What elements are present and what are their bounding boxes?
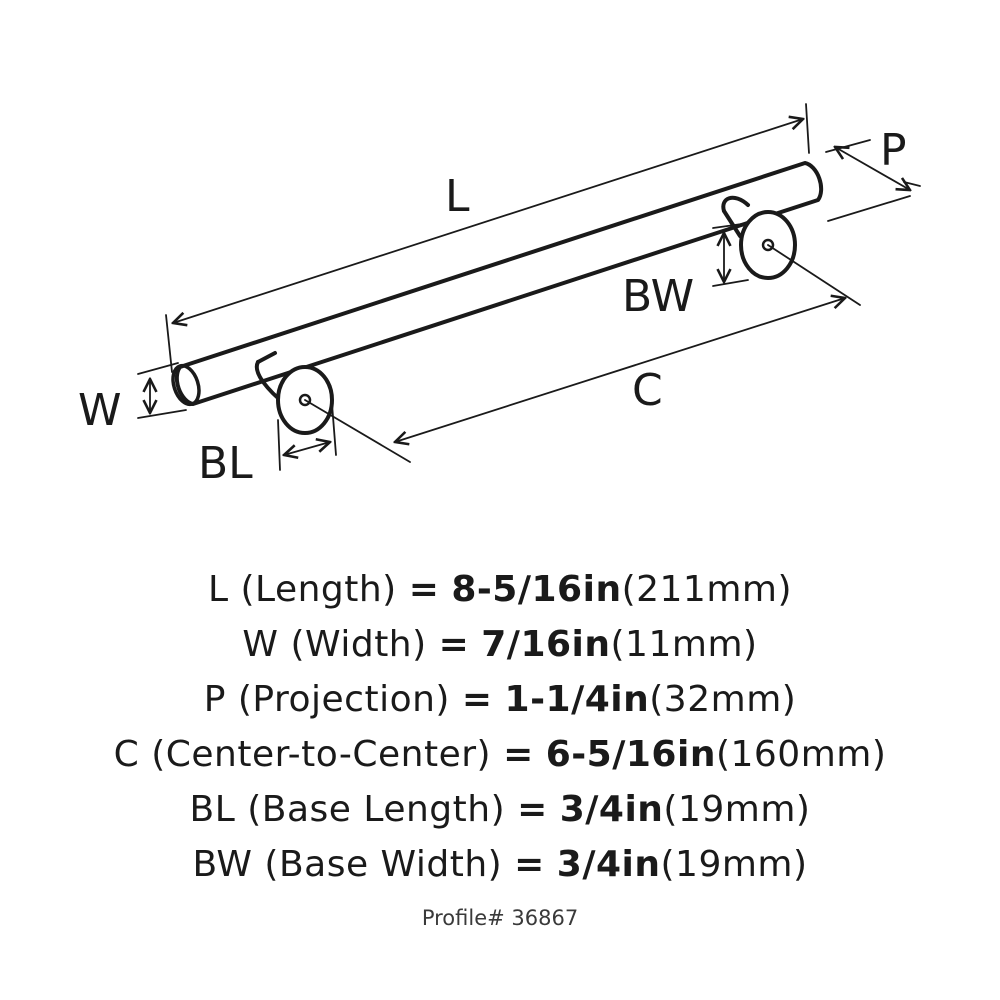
spec-imperial: 1-1/4in — [504, 679, 650, 720]
label-W: W — [78, 385, 122, 436]
spec-name: (Base Length) — [247, 789, 506, 830]
spec-imperial: 3/4in — [559, 789, 664, 830]
spec-code: P — [203, 679, 226, 720]
spec-base-length: BL (Base Length) = 3/4in(19mm) — [0, 782, 1000, 837]
spec-name: (Width) — [290, 624, 427, 665]
spec-metric: (19mm) — [663, 789, 811, 830]
spec-equals: = — [408, 569, 440, 610]
spec-code: W — [242, 624, 279, 665]
spec-code: BL — [189, 789, 236, 830]
center-to-center-dimension — [304, 244, 861, 463]
spec-equals: = — [438, 624, 470, 665]
label-P: P — [880, 125, 907, 176]
spec-equals: = — [503, 734, 534, 775]
profile-number: Profile# 36867 — [421, 906, 579, 930]
spec-metric: (19mm) — [660, 844, 808, 885]
spec-name: (Base Width) — [264, 844, 503, 885]
spec-equals: = — [461, 679, 493, 720]
spec-metric: (32mm) — [649, 679, 797, 720]
label-BW: BW — [622, 271, 694, 322]
label-C: C — [632, 365, 663, 416]
spec-projection: P (Projection) = 1-1/4in(32mm) — [0, 672, 1000, 727]
spec-imperial: 8-5/16in — [451, 569, 622, 610]
spec-imperial: 3/4in — [556, 844, 661, 885]
base-width-dimension — [712, 223, 749, 287]
spec-metric: (11mm) — [610, 624, 758, 665]
spec-imperial: 6-5/16in — [545, 734, 716, 775]
width-dimension — [137, 362, 187, 419]
spec-equals: = — [517, 789, 548, 830]
spec-name: (Center-to-Center) — [151, 734, 492, 775]
projection-dimension — [825, 139, 921, 222]
spec-center-to-center: C (Center-to-Center) = 6-5/16in(160mm) — [0, 727, 1000, 782]
spec-code: BW — [192, 844, 253, 885]
spec-name: (Length) — [240, 569, 397, 610]
spec-width: W (Width) = 7/16in(11mm) — [0, 617, 1000, 672]
bar-handle — [171, 161, 824, 407]
base-length-dimension — [277, 403, 337, 471]
spec-metric: (160mm) — [715, 734, 887, 775]
spec-code: C — [113, 734, 140, 775]
spec-length: L (Length) = 8-5/16in(211mm) — [0, 562, 1000, 617]
dimension-spec-list: L (Length) = 8-5/16in(211mm) W (Width) =… — [0, 562, 1000, 892]
label-BL: BL — [198, 438, 253, 489]
label-L: L — [445, 171, 470, 222]
spec-imperial: 7/16in — [481, 624, 611, 665]
spec-metric: (211mm) — [621, 569, 793, 610]
length-dimension — [165, 103, 810, 373]
spec-base-width: BW (Base Width) = 3/4in(19mm) — [0, 837, 1000, 892]
spec-name: (Projection) — [237, 679, 450, 720]
bar-pull-dimension-diagram: L P BW W C BL — [78, 103, 921, 489]
spec-equals: = — [514, 844, 545, 885]
spec-code: L — [207, 569, 229, 610]
